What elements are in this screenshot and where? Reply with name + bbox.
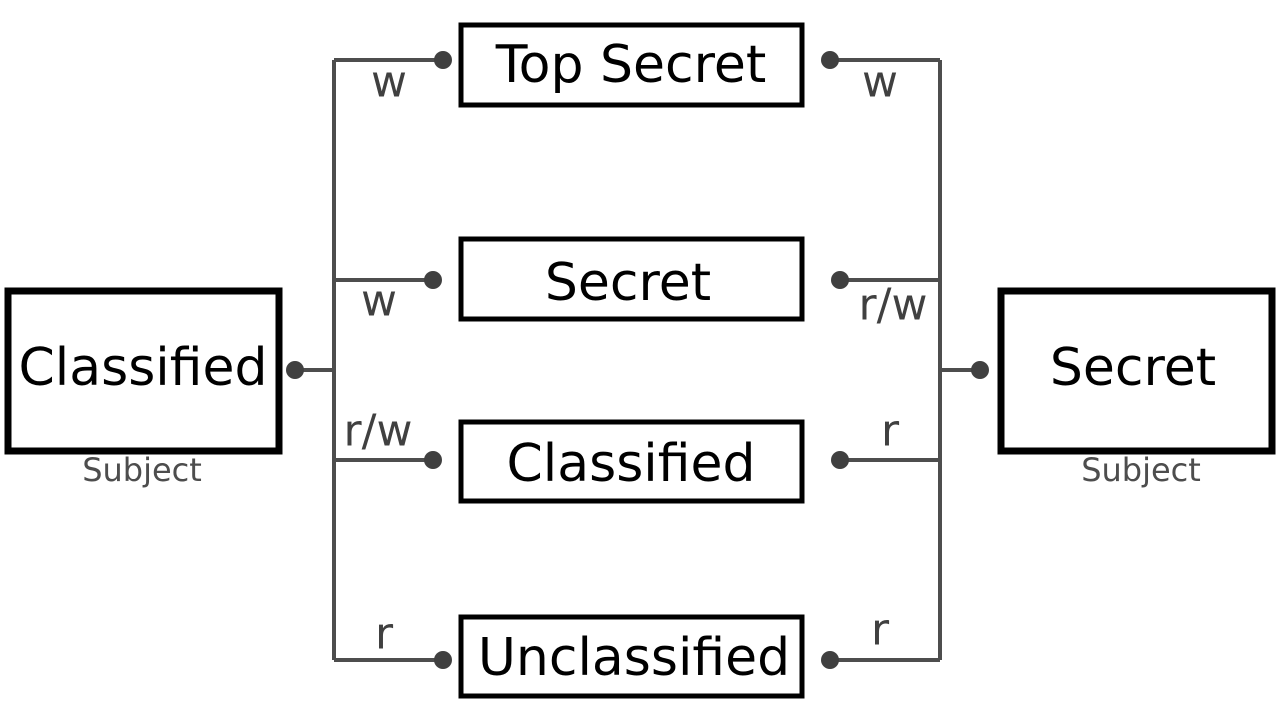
object-label-unclassified: Unclassified — [478, 628, 790, 688]
left-subject-dot — [286, 361, 304, 379]
right-connector-tree — [821, 51, 989, 669]
left-access-labels: w w r/w r — [344, 57, 413, 660]
left-access-secret: w — [361, 276, 397, 327]
left-access-classified: r/w — [344, 406, 413, 457]
right-access-top-secret: w — [862, 57, 898, 108]
right-dot-classified — [831, 451, 849, 469]
object-label-classified: Classified — [506, 434, 755, 494]
right-dot-top-secret — [821, 51, 839, 69]
right-dot-secret — [831, 271, 849, 289]
left-subject-box — [4, 287, 283, 455]
object-label-top-secret: Top Secret — [495, 35, 767, 95]
right-access-classified: r — [881, 406, 900, 457]
right-dot-unclassified — [821, 651, 839, 669]
left-connector-tree — [286, 51, 452, 669]
object-box-classified — [458, 419, 805, 504]
right-subject-dot — [971, 361, 989, 379]
left-access-unclassified: r — [375, 609, 394, 660]
right-subject-box — [997, 287, 1276, 455]
left-dot-top-secret — [434, 51, 452, 69]
object-box-top-secret — [458, 22, 805, 108]
object-label-secret: Secret — [545, 253, 711, 313]
left-subject-caption: Subject — [82, 451, 202, 489]
right-subject-caption: Subject — [1081, 451, 1201, 489]
right-subject-label: Secret — [1050, 338, 1216, 398]
object-boxes: Top Secret Secret Classified Unclassifie… — [458, 22, 805, 699]
left-subject: Classified Subject — [4, 287, 283, 489]
left-dot-unclassified — [434, 651, 452, 669]
object-box-unclassified — [458, 614, 805, 699]
right-access-labels: w r/w r r — [859, 57, 928, 656]
object-box-secret — [458, 236, 805, 322]
right-access-secret: r/w — [859, 280, 928, 331]
left-access-top-secret: w — [371, 57, 407, 108]
left-dot-classified — [424, 451, 442, 469]
right-access-unclassified: r — [871, 605, 890, 656]
right-subject: Secret Subject — [997, 287, 1276, 489]
left-dot-secret — [424, 271, 442, 289]
left-subject-label: Classified — [18, 338, 267, 398]
